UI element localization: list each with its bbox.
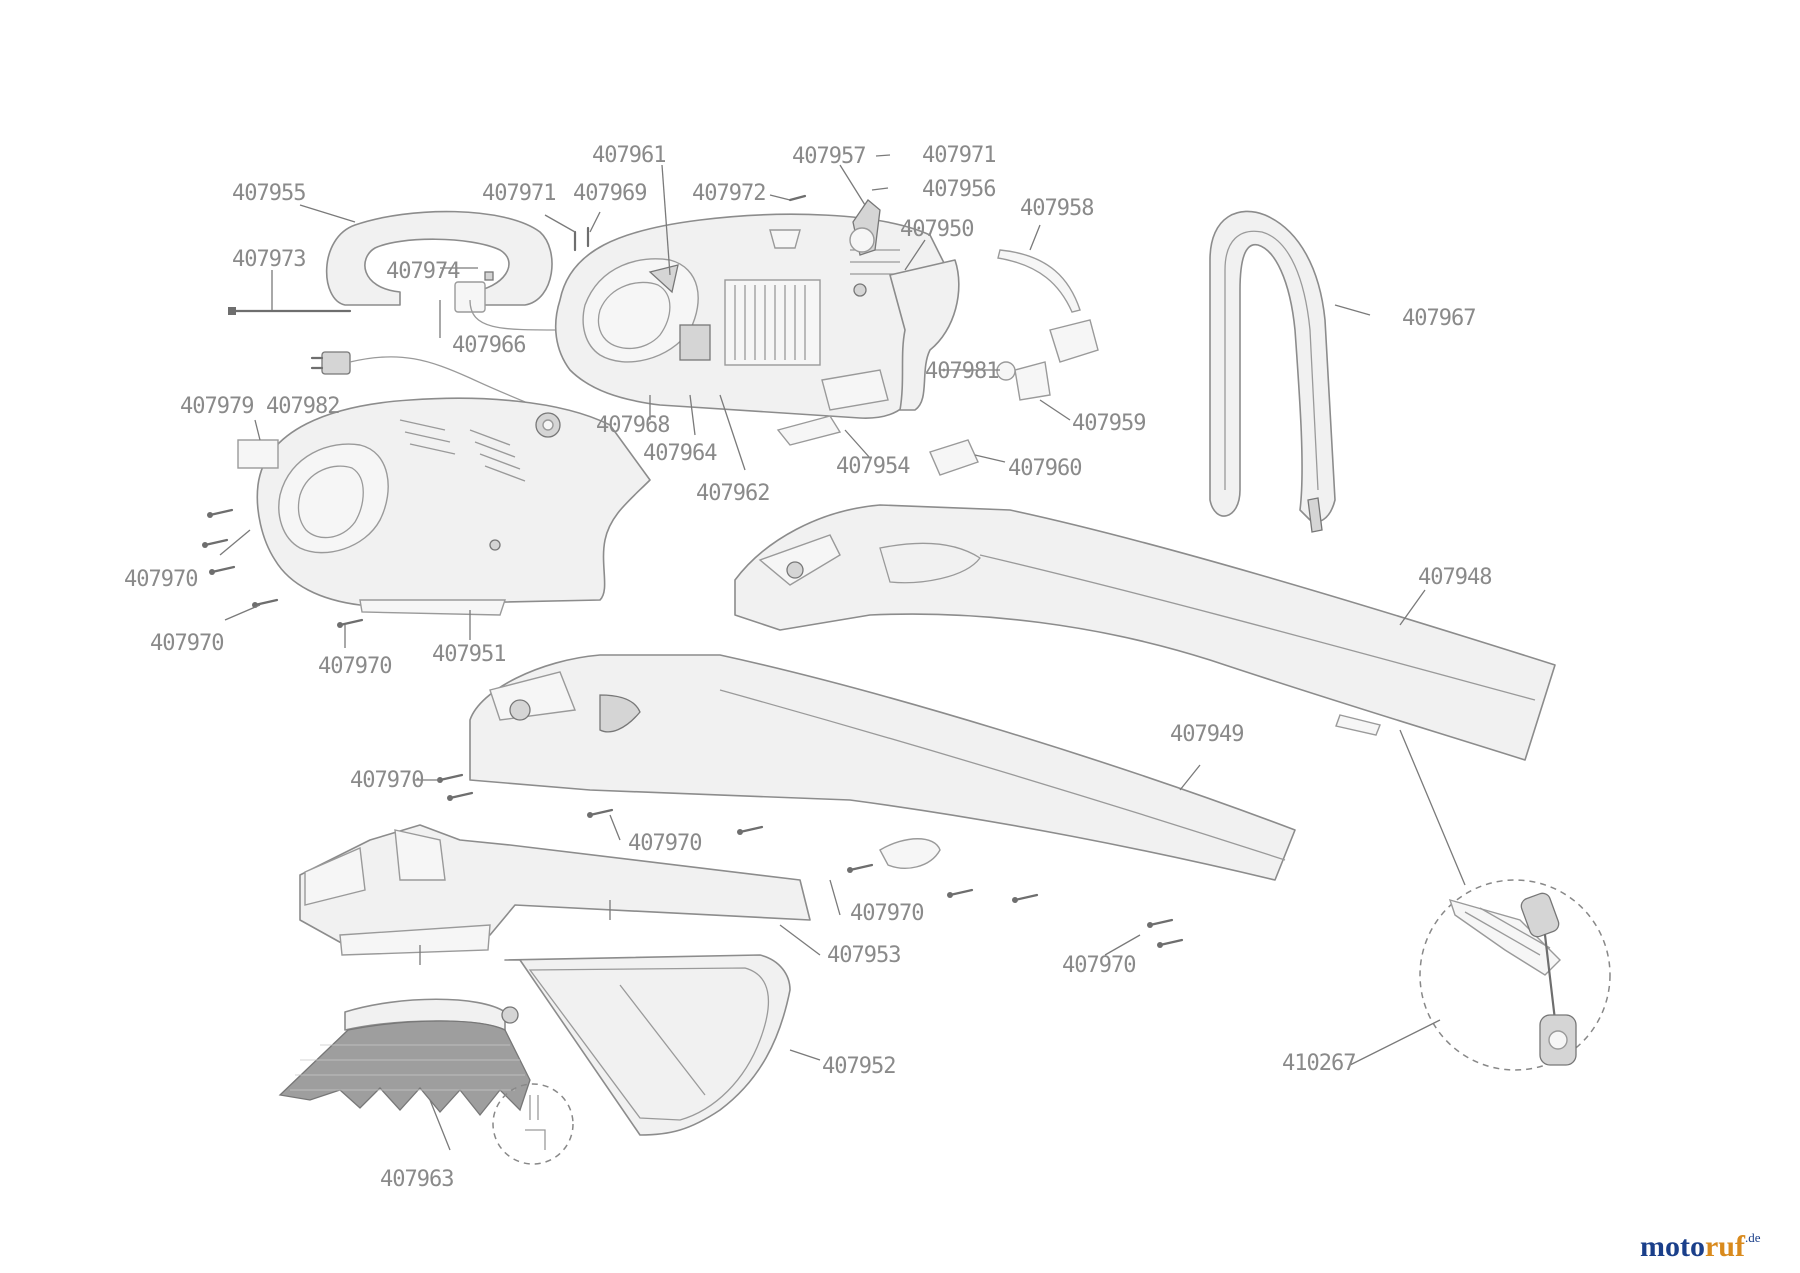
fan-part: [849, 199, 881, 256]
part-label-407958: 407958: [1020, 196, 1093, 221]
brand-text-part2: ruf: [1704, 1230, 1745, 1263]
part-label-407957: 407957: [792, 144, 865, 169]
part-label-407971-a: 407971: [482, 181, 555, 206]
clip-detail-circle: [492, 1083, 574, 1165]
part-label-407972: 407972: [692, 181, 765, 206]
right-housing-half-part: [889, 259, 1099, 411]
part-label-407949: 407949: [1170, 722, 1243, 747]
part-label-407970-a: 407970: [124, 567, 197, 592]
part-label-407951: 407951: [432, 642, 505, 667]
part-label-407966: 407966: [452, 333, 525, 358]
part-label-407974: 407974: [386, 259, 460, 284]
suction-nozzle-part: [299, 824, 811, 956]
part-label-407963: 407963: [380, 1167, 453, 1192]
part-label-407982: 407982: [266, 394, 339, 419]
rod-part: [228, 307, 352, 315]
brand-text-part1: moto: [1640, 1230, 1705, 1263]
label-plate-part: [237, 439, 279, 469]
screw-set: [202, 194, 1184, 948]
part-label-407979: 407979: [180, 394, 253, 419]
upper-blower-tube-part: [734, 504, 1556, 761]
leader-lines: [219, 154, 1441, 1151]
part-label-407956: 407956: [922, 177, 995, 202]
wheel-assembly-detail: [1399, 729, 1611, 1071]
brand-text-suffix: .de: [1744, 1230, 1761, 1245]
switch-cover-part: [929, 439, 979, 476]
part-label-407981: 407981: [925, 359, 998, 384]
part-label-407960: 407960: [1008, 456, 1081, 481]
part-label-410267: 410267: [1282, 1051, 1355, 1076]
part-label-407961: 407961: [592, 143, 665, 168]
lower-blower-tube-part: [469, 654, 1296, 881]
part-label-407969: 407969: [573, 181, 646, 206]
part-label-407968: 407968: [596, 413, 669, 438]
part-number-labels: 407955 407973 407974 407966 407971 40796…: [124, 143, 1492, 1192]
part-label-407964: 407964: [643, 441, 717, 466]
part-label-407953: 407953: [827, 943, 900, 968]
part-label-407970-g: 407970: [1062, 953, 1135, 978]
part-label-407948: 407948: [1418, 565, 1491, 590]
part-label-407950: 407950: [900, 217, 973, 242]
part-label-407971-b: 407971: [922, 143, 995, 168]
collection-bag-part: [278, 998, 531, 1117]
motor-housing-assembly: [554, 213, 956, 419]
clip-part: [821, 369, 889, 411]
deflector-plate-part: [504, 954, 791, 1136]
screw-cap-part: [996, 361, 1016, 381]
part-label-407970-c: 407970: [318, 654, 391, 679]
part-label-407959: 407959: [1072, 411, 1145, 436]
part-label-407962: 407962: [696, 481, 769, 506]
brand-logo: motoruf.de: [1640, 1230, 1761, 1264]
part-label-407952: 407952: [822, 1054, 895, 1079]
handle-loop-part: [325, 210, 553, 313]
part-label-407967: 407967: [1402, 306, 1475, 331]
part-label-407970-f: 407970: [850, 901, 923, 926]
seal-strip-part: [997, 249, 1081, 313]
shoulder-strap-part: [1209, 210, 1336, 533]
part-label-407954: 407954: [836, 454, 910, 479]
part-label-407955: 407955: [232, 181, 305, 206]
part-label-407970-d: 407970: [350, 768, 423, 793]
trigger-part: [776, 415, 842, 446]
part-label-407973: 407973: [232, 247, 305, 272]
part-label-407970-e: 407970: [628, 831, 701, 856]
left-housing-half-part: [256, 397, 651, 616]
part-label-407970-b: 407970: [150, 631, 223, 656]
